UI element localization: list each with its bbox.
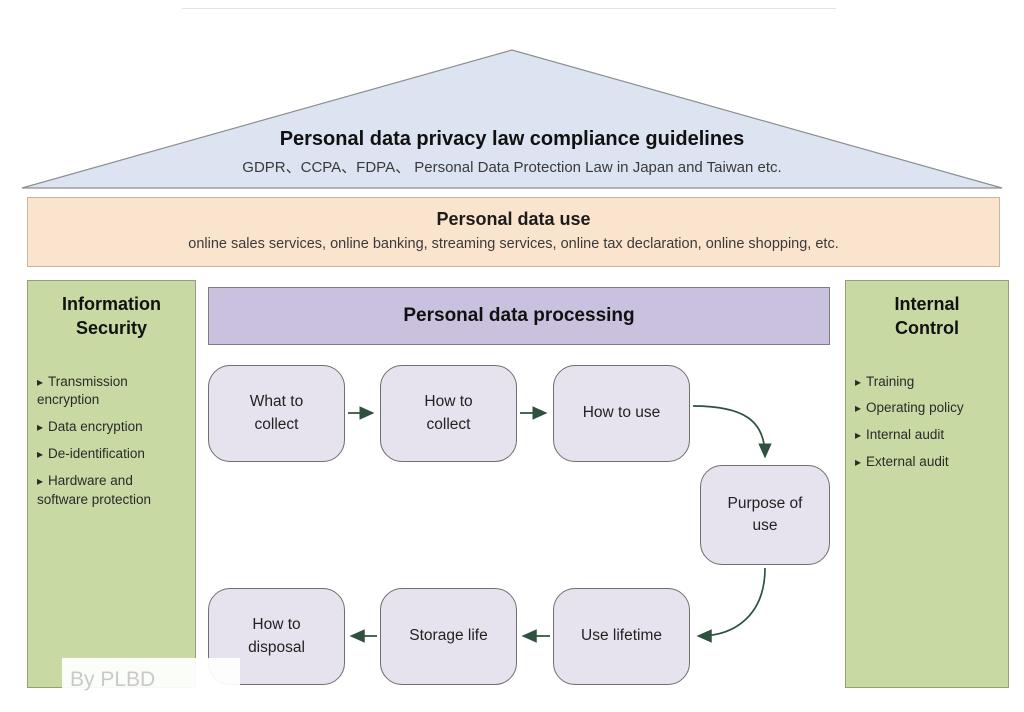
watermark: By PLBD [62,658,240,702]
information-security-title: Information Security [62,294,161,339]
list-item-label: External audit [866,454,949,470]
page-top-edge-line [182,8,836,9]
list-item-label: Hardware and software protection [37,473,152,508]
flow-box-use-lifetime: Use lifetime [553,588,690,685]
list-item: Internal audit [855,426,1000,445]
list-item-label: Operating policy [866,400,964,416]
process-header: Personal data processing [208,287,830,345]
arrow-use-to-purpose [692,405,772,459]
list-item-label: Transmission encryption [37,373,128,408]
list-item: De-identification [37,445,187,464]
information-security-panel: Information Security Transmission encryp… [27,280,196,688]
personal-data-processing-section: Personal data processing What to collect… [208,280,830,688]
flow-box-how-to-collect: How to collect [380,365,517,462]
banner-title: Personal data use [436,209,591,229]
list-item: Hardware and software protection [37,472,187,510]
flow-box-storage-life: Storage life [380,588,517,685]
flow-box-purpose-of-use: Purpose of use [700,465,830,565]
list-item: Transmission encryption [37,373,187,411]
bullet-icon [855,400,866,415]
list-item-label: Training [866,373,915,389]
roof-text-block: Personal data privacy law compliance gui… [0,128,1024,177]
roof-title: Personal data privacy law compliance gui… [279,128,745,150]
internal-control-title: Internal Control [894,294,960,339]
list-item: Data encryption [37,418,187,437]
bullet-icon [855,454,866,469]
roof-triangle [21,49,1003,189]
personal-data-use-banner: Personal data use online sales services,… [27,197,1000,267]
bullet-icon [37,374,48,389]
internal-control-panel: Internal Control Training Operating poli… [845,280,1009,688]
banner-subtitle: online sales services, online banking, s… [188,236,839,252]
bullet-icon [37,473,48,488]
list-item: External audit [855,453,1000,472]
arrow-purpose-to-lifetime [696,567,766,643]
internal-control-list: Training Operating policy Internal audit… [846,373,1008,473]
list-item-label: Internal audit [866,427,945,443]
bullet-icon [37,419,48,434]
roof-subtitle: GDPR、CCPA、FDPA、 Personal Data Protection… [242,159,782,176]
list-item: Operating policy [855,399,1000,418]
list-item-label: De-identification [48,446,145,462]
bullet-icon [855,374,866,389]
flow-box-how-to-use: How to use [553,365,690,462]
flow-box-what-to-collect: What to collect [208,365,345,462]
bullet-icon [855,427,866,442]
list-item: Training [855,373,1000,392]
bullet-icon [37,446,48,461]
list-item-label: Data encryption [48,419,143,435]
information-security-list: Transmission encryption Data encryption … [28,373,195,510]
